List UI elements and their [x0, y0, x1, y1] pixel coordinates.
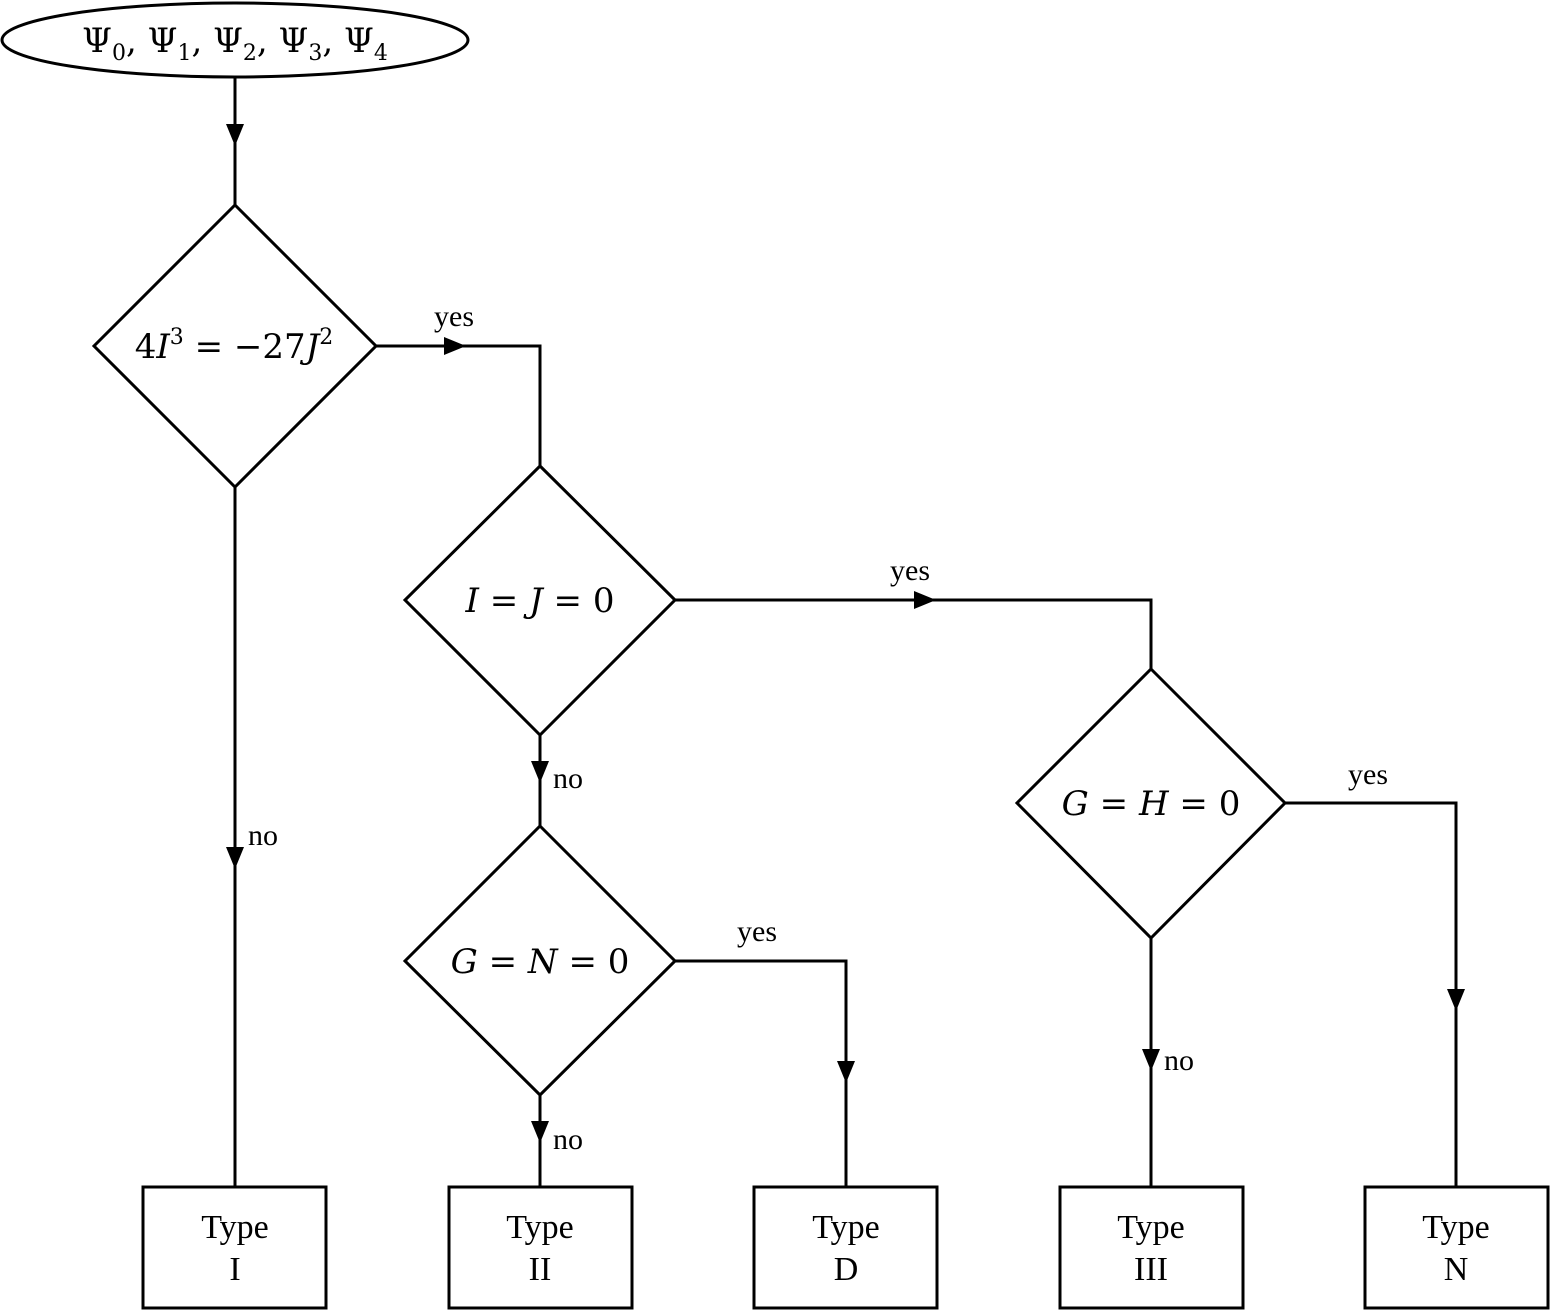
decision-d4: [1014, 666, 1288, 941]
edge-label-d2-no: no: [553, 762, 583, 795]
outcome-line2: I: [229, 1251, 240, 1288]
start-node: [0, 1, 470, 79]
arrowhead-down: [531, 1121, 549, 1143]
outcome-box: [1058, 1185, 1245, 1310]
edge-label-d2-yes: yes: [890, 554, 930, 587]
arrowhead-down: [837, 1061, 855, 1083]
outcome-type-ii: Type II: [447, 1185, 634, 1310]
edge-label-d3-yes: yes: [737, 915, 777, 948]
edge-d2-yes: [675, 598, 1153, 669]
arrowhead-right: [444, 337, 466, 355]
arrowhead-down: [226, 124, 244, 146]
edge-label-d4-yes: yes: [1348, 758, 1388, 791]
edge-label-d1-yes: yes: [434, 300, 474, 333]
outcome-line2: II: [529, 1251, 552, 1288]
edge-d1-yes: [376, 344, 542, 466]
outcome-type-d: Type D: [752, 1185, 939, 1310]
decision-d2: [402, 463, 678, 738]
outcome-line1: Type: [1422, 1209, 1490, 1246]
arrowhead-down: [531, 761, 549, 783]
arrowhead-down: [1142, 1049, 1160, 1071]
decision-d1-label: 4I3 = −27J2: [135, 325, 334, 367]
outcome-line1: Type: [1117, 1209, 1185, 1246]
outcome-box: [141, 1185, 328, 1310]
outcome-line2: D: [834, 1251, 859, 1288]
decision-d3: [402, 823, 678, 1098]
outcome-type-i: Type I: [141, 1185, 328, 1310]
decision-d1: [91, 202, 379, 490]
decision-d2-label: I = J = 0: [465, 581, 615, 621]
start-node-label: Ψ0, Ψ1, Ψ2, Ψ3, Ψ4: [82, 21, 388, 66]
outcome-box: [447, 1185, 634, 1310]
outcome-line1: Type: [812, 1209, 880, 1246]
outcome-line1: Type: [201, 1209, 269, 1246]
outcome-type-iii: Type III: [1058, 1185, 1245, 1310]
arrowhead-down: [1447, 989, 1465, 1011]
outcome-line2: III: [1134, 1251, 1168, 1288]
decision-d3-label: G = N = 0: [451, 942, 630, 982]
edge-d4-yes: [1285, 801, 1458, 1186]
edge-label-d4-no: no: [1164, 1044, 1194, 1077]
edge-label-d1-no: no: [248, 819, 278, 852]
outcome-box: [1363, 1185, 1550, 1310]
arrowhead-right: [914, 591, 936, 609]
outcome-line2: N: [1444, 1251, 1469, 1288]
outcome-type-n: Type N: [1363, 1185, 1550, 1310]
arrowhead-down: [226, 847, 244, 869]
outcome-line1: Type: [506, 1209, 574, 1246]
edge-d3-yes: [675, 959, 848, 1186]
edge-label-d3-no: no: [553, 1123, 583, 1156]
outcome-box: [752, 1185, 939, 1310]
decision-d4-label: G = H = 0: [1062, 784, 1241, 824]
